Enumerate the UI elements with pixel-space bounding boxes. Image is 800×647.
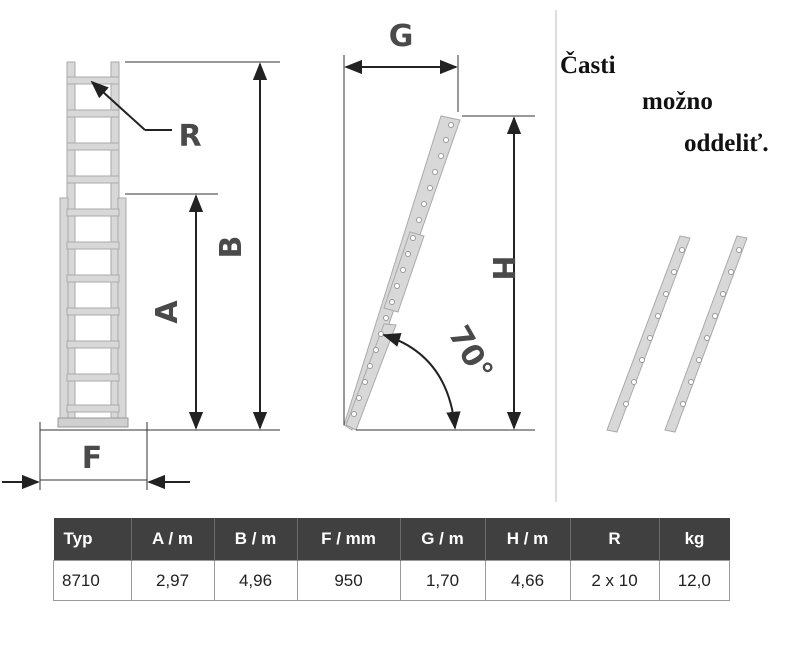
cell-typ: 8710 xyxy=(53,560,132,601)
header-a: A / m xyxy=(130,518,214,561)
table-row: 8710 2,97 4,96 950 1,70 4,66 2 x 10 12,0 xyxy=(53,560,730,601)
dimension-f-box xyxy=(39,429,148,481)
label-b: B xyxy=(214,236,249,259)
cell-g: 1,70 xyxy=(399,560,486,601)
r-pointer-line xyxy=(90,80,146,131)
label-g: G xyxy=(389,19,414,54)
note-line-1: Časti xyxy=(560,52,616,79)
note-line-2: možno xyxy=(642,88,713,115)
header-f: F / mm xyxy=(296,518,400,561)
label-h: H xyxy=(485,255,520,280)
cell-r: 2 x 10 xyxy=(569,560,660,601)
cell-kg: 12,0 xyxy=(658,560,730,601)
header-h: H / m xyxy=(484,518,570,561)
label-angle: 70° xyxy=(441,320,500,387)
cell-f: 950 xyxy=(296,560,401,601)
header-typ: Typ xyxy=(53,518,131,561)
cell-h: 4,66 xyxy=(484,560,571,601)
header-r: R xyxy=(569,518,659,561)
spec-table: Typ A / m B / m F / mm G / m H / m R kg … xyxy=(53,518,730,601)
separated-sections xyxy=(606,235,748,433)
header-b: B / m xyxy=(213,518,297,561)
ladder-front-view xyxy=(57,61,129,428)
table-header-row: Typ A / m B / m F / mm G / m H / m R kg xyxy=(53,518,730,561)
header-g: G / m xyxy=(399,518,485,561)
cell-b: 4,96 xyxy=(213,560,298,601)
label-r: R xyxy=(178,119,201,154)
label-a: A xyxy=(150,300,185,324)
cell-a: 2,97 xyxy=(130,560,215,601)
header-kg: kg xyxy=(658,518,730,561)
note-line-3: oddeliť. xyxy=(684,130,769,157)
label-f: F xyxy=(82,441,103,476)
ladder-diagram: R B A F xyxy=(2,10,748,502)
angle-arc xyxy=(382,332,461,430)
